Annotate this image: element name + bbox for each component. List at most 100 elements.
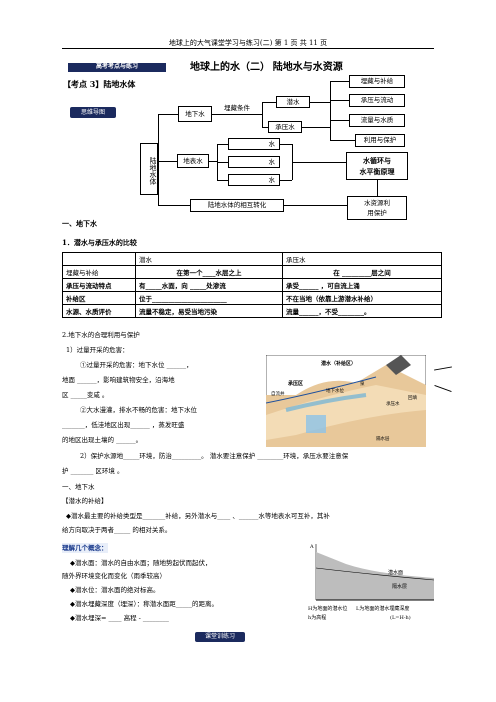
- page-header: 地球上的大气课堂学习与练习(二) 第 1 页 共 11 页: [168, 39, 328, 47]
- groundwater-box: 地下水: [178, 106, 212, 122]
- table-cell: 位于_______________________: [135, 291, 283, 305]
- mindmap-badge: 思维导图: [70, 107, 116, 118]
- table-row: 水源、水质评价 流量不稳定，易受当地污染 流量______，不受________…: [62, 304, 442, 318]
- right-box-4: 利用与保护: [355, 134, 405, 147]
- figure-label: L为地面的潜水埋藏深度: [356, 605, 409, 612]
- connector: [280, 144, 292, 145]
- margin-arrow: [434, 384, 452, 393]
- table-header-row: 潜水 承压水: [62, 252, 442, 266]
- mutual-box: 陆地水体的相互转化: [190, 199, 284, 212]
- connector: [310, 102, 330, 103]
- banner-left-label: 高考考点与练习: [68, 63, 166, 72]
- figure-label: 隔水层: [376, 435, 390, 442]
- table-cell: 流量______，不受________。: [282, 304, 442, 318]
- connector: [262, 102, 276, 103]
- connector: [209, 161, 217, 162]
- concept-item: ◆潜水埋深= ____ 高程 - ________: [70, 614, 169, 622]
- paragraph: _______，低洼地区出现______ ，蒸发旺盛: [62, 421, 185, 429]
- right-box-2: 承压与流动: [349, 94, 405, 107]
- table-row: 埋藏与补给 在第一个____水层之上 在 _________层之间: [62, 265, 442, 279]
- connector: [158, 114, 178, 115]
- figure-label: 潜水面: [388, 569, 403, 576]
- burial-label: 埋藏条件: [224, 104, 250, 112]
- table-header-cell: [62, 252, 136, 266]
- resource-line-2: 用保护: [367, 209, 387, 217]
- table-cell: 有_____水面，向 _____处渗流: [135, 278, 283, 292]
- cycle-line-2: 水平衡原理: [359, 167, 395, 176]
- paragraph: 2.地下水的合理利用与保护: [62, 331, 140, 339]
- qianshui-box: 潜水: [276, 96, 310, 108]
- right-box-3: 流量与水质: [349, 114, 405, 127]
- figure-label: 潜水（补给区）: [321, 360, 356, 367]
- table-row: 补给区 位于_______________________ 不在当地（依靠上游潜…: [62, 291, 442, 305]
- connector: [158, 161, 177, 162]
- table-cell: 补给区: [62, 291, 136, 305]
- concept-heading: 理解几个概念：: [62, 543, 108, 553]
- paragraph: ②大水漫灌，排水不畅的危害：地下水位: [80, 406, 197, 414]
- figure-label: 隔水层: [392, 583, 407, 590]
- connector: [330, 81, 331, 141]
- table-cell: 承受______ ，可自流上涌: [282, 278, 442, 292]
- cycle-line-1: 水循环与: [363, 156, 391, 165]
- concept-item: ◆潜水面：潜水的自由水面；随地势起伏而起伏，: [70, 559, 212, 567]
- figure-label: h为高程: [308, 614, 326, 621]
- resource-box: 水资源利 用保护: [347, 196, 407, 220]
- connector: [212, 114, 262, 115]
- connector: [330, 120, 349, 121]
- margin-arrow: [434, 366, 452, 371]
- paragraph: ①过量开采的危害：地下水位 ______，: [80, 361, 193, 369]
- figure-label: 地下水位: [326, 387, 344, 394]
- paragraph: 护 _______ 区环境 。: [62, 467, 124, 475]
- groundwater-figure: 潜水（补给区） 承压区 自流井 地下水位 泉 承压水 隔水层 回填: [266, 355, 426, 447]
- connector: [330, 100, 349, 101]
- figure-label: 自流井: [271, 390, 285, 397]
- paragraph: 1）过量开采的危害：: [66, 346, 129, 354]
- connector: [284, 205, 347, 206]
- connector: [217, 144, 228, 145]
- resource-line-1: 水资源利: [364, 199, 390, 207]
- chengya-box: 承压水: [268, 121, 302, 133]
- subsection-heading: 1．潜水与承压水的比较: [62, 238, 137, 247]
- section-heading-2: 一、地下水: [62, 483, 95, 491]
- diagram-side-box: 陆地水体: [140, 143, 158, 195]
- concept-item: 随外界环境变化而变化（雨季较高）: [62, 572, 166, 580]
- comparison-table: 潜水 承压水 埋藏与补给 在第一个____水层之上 在 _________层之间…: [62, 252, 442, 318]
- practice-badge: 课堂训练习: [195, 632, 245, 642]
- concept-item: ◆潜水位：潜水面的绝对标高。: [70, 586, 160, 594]
- table-header-cell: 承压水: [282, 252, 442, 266]
- connector: [217, 180, 228, 181]
- figure-label: H为地面的潜水位: [308, 605, 347, 612]
- surface-box-3: 水: [228, 174, 280, 186]
- connector: [217, 162, 228, 163]
- table-header-cell: 潜水: [135, 252, 283, 266]
- paragraph: ◆潜水最主要的补给类型是_______补给，另外潜水与____ 、______水…: [66, 512, 330, 520]
- table-cell: 埋藏与补给: [62, 265, 136, 279]
- table-cell: 不在当地（依靠上游潜水补给）: [282, 291, 442, 305]
- paragraph: 2）保护水源地_____环境，防治_________。 潜水要注意保护 ____…: [80, 452, 349, 460]
- connector: [158, 114, 159, 206]
- connector: [377, 180, 378, 196]
- figure-label: 承压水: [386, 400, 400, 407]
- connector: [330, 140, 355, 141]
- connector: [330, 81, 349, 82]
- connector: [262, 127, 268, 128]
- figure-label: 承压区: [287, 380, 303, 387]
- cycle-box: 水循环与 水平衡原理: [346, 152, 408, 180]
- connector: [302, 127, 330, 128]
- figure-label: 回填: [408, 394, 417, 401]
- paragraph: 的地区出现土壤的 ______。: [62, 436, 143, 444]
- section-heading: 一、地下水: [62, 219, 97, 228]
- connector: [292, 162, 346, 163]
- surface-box: 地表水: [177, 154, 209, 168]
- figure-label: A: [309, 544, 314, 550]
- surface-box-1: 水: [228, 138, 280, 150]
- paragraph: 给方向取决于两者_____ 的相对关系。: [62, 526, 172, 534]
- header-rule: [62, 48, 434, 49]
- topic-label: 【考点 3】陆地水体: [63, 79, 136, 89]
- paragraph: 区 _____变咸 。: [62, 391, 109, 399]
- table-cell: 在 _________层之间: [282, 265, 442, 279]
- depth-figure: A 潜水面 隔水层 H为地面的潜水位 L为地面的潜水埋藏深度 h为高程 (L=H…: [308, 544, 435, 621]
- table-row: 承压与流动特点 有_____水面，向 _____处渗流 承受______ ，可自…: [62, 278, 442, 292]
- connector: [280, 180, 292, 181]
- right-box-1: 埋藏与补给: [349, 75, 405, 88]
